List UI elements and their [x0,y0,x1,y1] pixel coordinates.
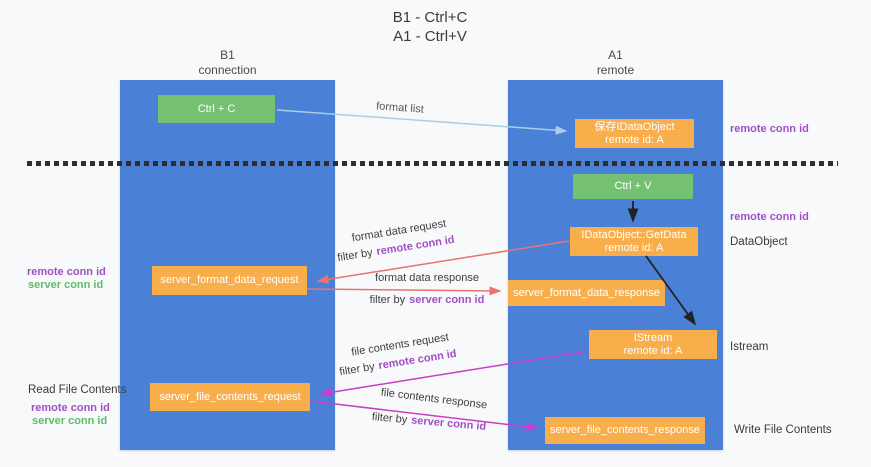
server-conn-id-text: server conn id [409,294,485,306]
label-format-list-text: format list [375,100,425,116]
node-idataobject-getdata: IDataObject::GetData remote id: A [570,227,698,256]
node-sfc-request-label: server_file_contents_request [159,390,301,403]
lane-a1-name: A1 [608,48,623,62]
side-label-remote-conn-id-left2: remote conn id [31,402,110,414]
node-server-format-data-request: server_format_data_request [152,266,307,295]
node-getdata-remote-id: remote id: A [604,241,664,254]
filter-by-text: filter by [369,294,406,306]
lane-header-a1: A1 remote [508,48,723,78]
filter-by-text: filter by [371,411,408,427]
node-save-idataobject-title: 保存IDataObject [594,120,675,133]
node-ctrl-c-label: Ctrl + C [197,102,236,115]
node-ctrl-v-label: Ctrl + V [614,180,652,192]
side-label-remote-conn-id-top: remote conn id [730,123,809,135]
node-istream: IStream remote id: A [589,330,717,359]
side-label-server-conn-id-left2: server conn id [32,415,108,427]
node-istream-title: IStream [633,331,673,344]
side-label-write-file-contents: Write File Contents [734,424,832,436]
side-label-dataobject: DataObject [730,236,788,248]
lane-b1-name: B1 [220,48,235,62]
node-istream-remote-id: remote id: A [623,344,683,357]
title-line-2: A1 - Ctrl+V [393,28,467,45]
node-getdata-title: IDataObject::GetData [581,228,687,241]
node-server-file-contents-request: server_file_contents_request [150,383,310,411]
lane-a1-subtitle: remote [596,63,635,77]
label-format-data-response-text: format data response [375,272,479,284]
node-server-format-data-response: server_format_data_response [508,280,665,306]
diagram-title: B1 - Ctrl+C A1 - Ctrl+V [330,8,530,46]
lane-header-b1: B1 connection [120,48,335,78]
side-label-remote-conn-id-mid: remote conn id [730,211,809,223]
label-file-contents-response: file contents response [380,387,488,412]
node-server-file-contents-response: server_file_contents_response [545,417,705,444]
node-ctrl-v: Ctrl + V [573,174,693,199]
lane-b1-subtitle: connection [198,63,257,77]
side-label-istream: Istream [730,341,769,353]
node-save-idataobject-remote-id: remote id: A [605,133,664,146]
node-sfd-request-label: server_format_data_request [160,274,299,286]
node-ctrl-c: Ctrl + C [158,95,275,123]
filter-by-text: filter by [336,246,374,265]
arrow-format-data-response [306,286,502,296]
node-sfc-response-label: server_file_contents_response [550,424,700,436]
side-label-read-file-contents: Read File Contents [28,384,127,396]
node-save-idataobject: 保存IDataObject remote id: A [575,119,694,148]
server-conn-id-text: server conn id [410,414,487,433]
title-line-1: B1 - Ctrl+C [392,9,468,26]
side-label-server-conn-id-left1: server conn id [28,279,104,291]
node-sfd-response-label: server_format_data_response [513,286,660,299]
label-format-list: format list [376,100,424,115]
dashed-divider-line [27,161,838,166]
label-file-contents-response-text: file contents response [380,386,488,412]
filter-by-text: filter by [338,360,376,379]
side-label-remote-conn-id-left1: remote conn id [27,266,106,278]
label-format-data-response: format data response [375,272,479,284]
